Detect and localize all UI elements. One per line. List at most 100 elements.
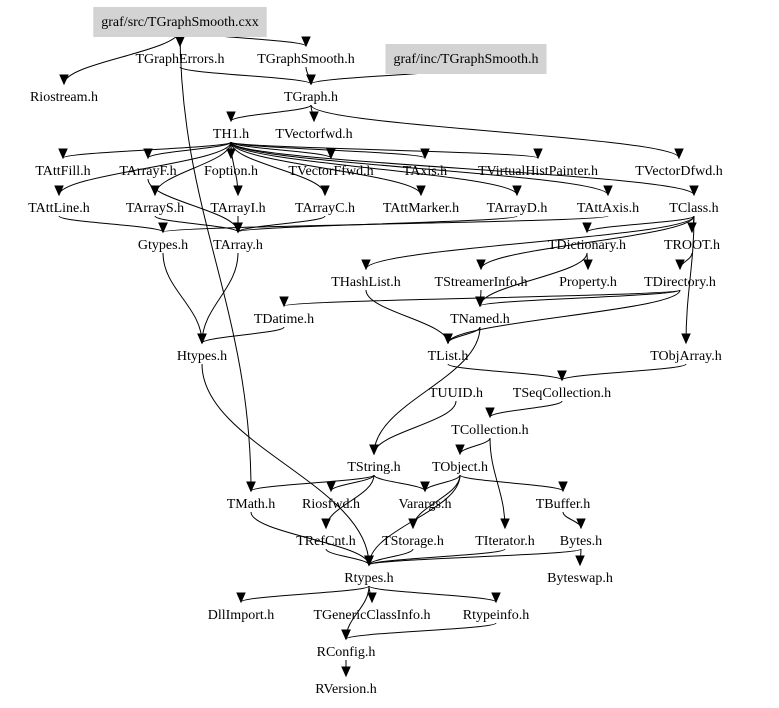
node-tattfill[interactable]: TAttFill.h: [35, 164, 90, 179]
node-tcollection[interactable]: TCollection.h: [451, 423, 528, 438]
node-thashlist[interactable]: THashList.h: [331, 275, 401, 290]
node-label: Varargs.h: [398, 497, 451, 512]
node-tuuid[interactable]: TUUID.h: [429, 386, 483, 401]
node-tclass[interactable]: TClass.h: [669, 201, 718, 216]
node-tvectordfwd[interactable]: TVectorDfwd.h: [635, 164, 722, 179]
node-inc[interactable]: graf/inc/TGraphSmooth.h: [385, 44, 547, 74]
node-label: Bytes.h: [560, 534, 602, 549]
node-tobjarray[interactable]: TObjArray.h: [650, 349, 722, 364]
node-tstorage[interactable]: TStorage.h: [382, 534, 444, 549]
arrowhead-icon: [197, 333, 207, 345]
edge-tgrapherrors-to-tgraph: [179, 66, 312, 85]
node-label: Byteswap.h: [547, 571, 613, 586]
arrowhead-icon: [226, 111, 236, 123]
node-tgraphsmooth[interactable]: TGraphSmooth.h: [257, 52, 355, 67]
node-tdatime[interactable]: TDatime.h: [254, 312, 314, 327]
node-htypes[interactable]: Htypes.h: [177, 349, 227, 364]
node-foption[interactable]: Foption.h: [204, 164, 258, 179]
edge-th1-to-tarrayf: [147, 141, 232, 159]
node-label: TBuffer.h: [536, 497, 591, 512]
node-byteswap[interactable]: Byteswap.h: [547, 571, 613, 586]
node-tarray[interactable]: TArray.h: [213, 238, 263, 253]
node-trefcnt[interactable]: TRefCnt.h: [296, 534, 356, 549]
node-tgenericclassinfo[interactable]: TGenericClassInfo.h: [313, 608, 430, 623]
node-troot[interactable]: TROOT.h: [664, 238, 720, 253]
edge-tcollection-to-titerator: [489, 437, 506, 529]
node-tattaxis[interactable]: TAttAxis.h: [577, 201, 639, 216]
node-tnamed[interactable]: TNamed.h: [450, 312, 509, 327]
arrowhead-icon: [158, 222, 168, 234]
node-label: Foption.h: [204, 164, 258, 179]
node-dllimport[interactable]: DllImport.h: [208, 608, 275, 623]
node-rversion[interactable]: RVersion.h: [315, 682, 377, 697]
node-label: RConfig.h: [317, 645, 376, 660]
node-tvectorfwd[interactable]: TVectorfwd.h: [275, 127, 352, 142]
node-rtypes[interactable]: Rtypes.h: [344, 571, 393, 586]
node-tgraph[interactable]: TGraph.h: [284, 90, 338, 105]
node-tarrayc[interactable]: TArrayC.h: [295, 201, 355, 216]
node-rconfig[interactable]: RConfig.h: [317, 645, 376, 660]
node-property[interactable]: Property.h: [559, 275, 617, 290]
node-tvirtualhistpainter[interactable]: TVirtualHistPainter.h: [478, 164, 598, 179]
node-tattline[interactable]: TAttLine.h: [28, 201, 89, 216]
edge-tgraph-to-tvectordfwd: [310, 104, 680, 159]
node-highlight-box: [385, 44, 547, 74]
node-rtypeinfo[interactable]: Rtypeinfo.h: [463, 608, 530, 623]
edge-tobject-to-tbuffer: [459, 474, 564, 492]
node-riosfwd[interactable]: Riosfwd.h: [302, 497, 360, 512]
edge-th1-to-tattmarker: [230, 141, 422, 196]
node-tgrapherrors[interactable]: TGraphErrors.h: [135, 52, 224, 67]
edge-tattline-to-gtypes: [58, 215, 164, 233]
node-tarrayf[interactable]: TArrayF.h: [119, 164, 176, 179]
node-riostream[interactable]: Riostream.h: [30, 90, 98, 105]
node-tseqcollection[interactable]: TSeqCollection.h: [513, 386, 611, 401]
node-tarrays[interactable]: TArrayS.h: [126, 201, 184, 216]
node-label: TClass.h: [669, 201, 718, 216]
edge-tarrays-to-tarray: [154, 215, 239, 233]
node-tdirectory[interactable]: TDirectory.h: [644, 275, 716, 290]
node-label: Riostream.h: [30, 90, 98, 105]
arrowhead-icon: [575, 555, 585, 567]
node-label: TAxis.h: [403, 164, 447, 179]
edge-th1-to-taxis: [230, 141, 426, 159]
edge-rtypeinfo-to-rconfig: [345, 622, 497, 640]
node-titerator[interactable]: TIterator.h: [475, 534, 534, 549]
arrowhead-icon: [54, 185, 64, 197]
node-tobject[interactable]: TObject.h: [432, 460, 488, 475]
node-label: Rtypeinfo.h: [463, 608, 530, 623]
arrowhead-icon: [476, 259, 486, 271]
node-label: Property.h: [559, 275, 617, 290]
node-label: TGenericClassInfo.h: [313, 608, 430, 623]
arrowhead-icon: [143, 148, 153, 160]
node-label: THashList.h: [331, 275, 401, 290]
node-tlist[interactable]: TList.h: [428, 349, 469, 364]
node-taxis[interactable]: TAxis.h: [403, 164, 447, 179]
edge-th1-to-tattaxis: [230, 141, 609, 196]
node-bytes[interactable]: Bytes.h: [560, 534, 602, 549]
arrowhead-icon: [321, 518, 331, 530]
node-label: TArrayD.h: [487, 201, 548, 216]
node-th1[interactable]: TH1.h: [213, 127, 249, 142]
edge-tcollection-to-tobject: [459, 437, 491, 455]
node-tmath[interactable]: TMath.h: [227, 497, 276, 512]
arrowhead-icon: [603, 185, 613, 197]
node-tdictionary[interactable]: TDictionary.h: [548, 238, 626, 253]
node-gtypes[interactable]: Gtypes.h: [138, 238, 188, 253]
node-tvectorffwd[interactable]: TVectorFfwd.h: [288, 164, 373, 179]
node-tstreamerinfo[interactable]: TStreamerInfo.h: [435, 275, 528, 290]
node-tarrayd[interactable]: TArrayD.h: [487, 201, 548, 216]
node-tstring[interactable]: TString.h: [347, 460, 400, 475]
node-src[interactable]: graf/src/TGraphSmooth.cxx: [93, 7, 267, 37]
arrowhead-icon: [475, 296, 485, 308]
node-tattmarker[interactable]: TAttMarker.h: [383, 201, 459, 216]
edge-th1-to-tclass: [230, 141, 695, 196]
edge-tnamed-to-tlist: [447, 326, 481, 344]
arrowhead-icon: [485, 407, 495, 419]
edge-tarray-to-htypes: [201, 252, 239, 344]
node-varargs[interactable]: Varargs.h: [398, 497, 451, 512]
node-tarrayi[interactable]: TArrayI.h: [210, 201, 265, 216]
node-label: TDatime.h: [254, 312, 314, 327]
arrowhead-icon: [320, 185, 330, 197]
arrowhead-icon: [369, 444, 379, 456]
node-tbuffer[interactable]: TBuffer.h: [536, 497, 591, 512]
